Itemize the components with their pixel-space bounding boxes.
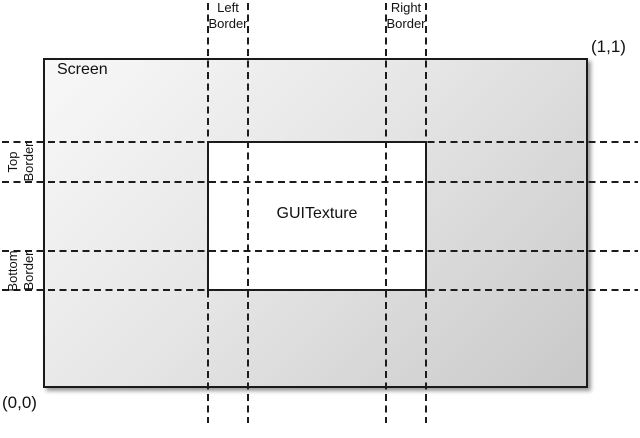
bottom-border-edge-line	[2, 289, 638, 291]
top-border-label-line2: Border	[21, 142, 36, 182]
coord-top-right-label: (1,1)	[591, 37, 626, 56]
right-border-label: Right Border	[385, 0, 427, 32]
right-border-label-line2: Border	[386, 16, 426, 31]
right-border-label-line1: Right	[390, 0, 422, 15]
bottom-border-inset-line	[2, 250, 638, 252]
top-border-label-line1: Top	[5, 151, 20, 173]
right-border-inset-line	[385, 3, 387, 423]
top-border-inset-line	[2, 181, 638, 183]
left-border-label: Left Border	[207, 0, 249, 32]
bottom-border-label-line1: Bottom	[5, 250, 20, 292]
left-border-label-line1: Left	[217, 0, 239, 15]
top-border-label: Top Border	[5, 139, 37, 185]
bottom-border-label-line2: Border	[21, 251, 36, 291]
guitexture-label: GUITexture	[276, 205, 358, 222]
guitexture-rect: GUITexture	[207, 141, 427, 291]
left-border-label-line2: Border	[208, 16, 248, 31]
left-border-inset-line	[247, 3, 249, 423]
left-border-edge-line	[207, 3, 209, 423]
right-border-edge-line	[425, 3, 427, 423]
coord-bottom-left-label: (0,0)	[2, 393, 37, 412]
screen-label: Screen	[57, 61, 108, 78]
bottom-border-label: Bottom Border	[5, 248, 37, 294]
top-border-edge-line	[2, 141, 638, 143]
